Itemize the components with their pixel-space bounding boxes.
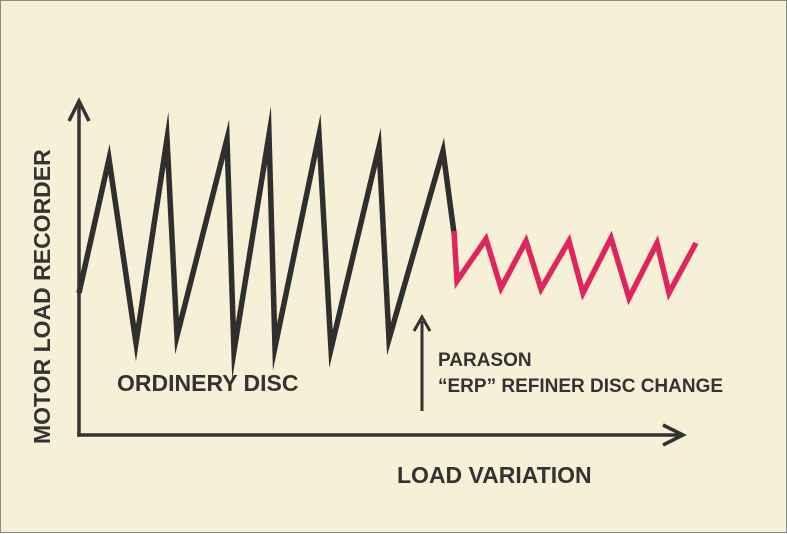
- x-axis-label: LOAD VARIATION: [397, 462, 592, 488]
- y-axis-arrowhead: [67, 97, 91, 122]
- disc-change-arrowhead: [412, 313, 432, 332]
- parason-label: PARASON: [438, 350, 532, 371]
- x-axis-arrowhead: [662, 423, 687, 447]
- ordinary-disc-label: ORDINERY DISC: [117, 370, 298, 396]
- ordinary-disc-trace: [76, 105, 457, 380]
- erp-disc-change-label: “ERP” REFINER DISC CHANGE: [438, 376, 723, 397]
- y-axis-label: MOTOR LOAD RECORDER: [29, 149, 55, 444]
- erp-disc-trace: [451, 230, 699, 306]
